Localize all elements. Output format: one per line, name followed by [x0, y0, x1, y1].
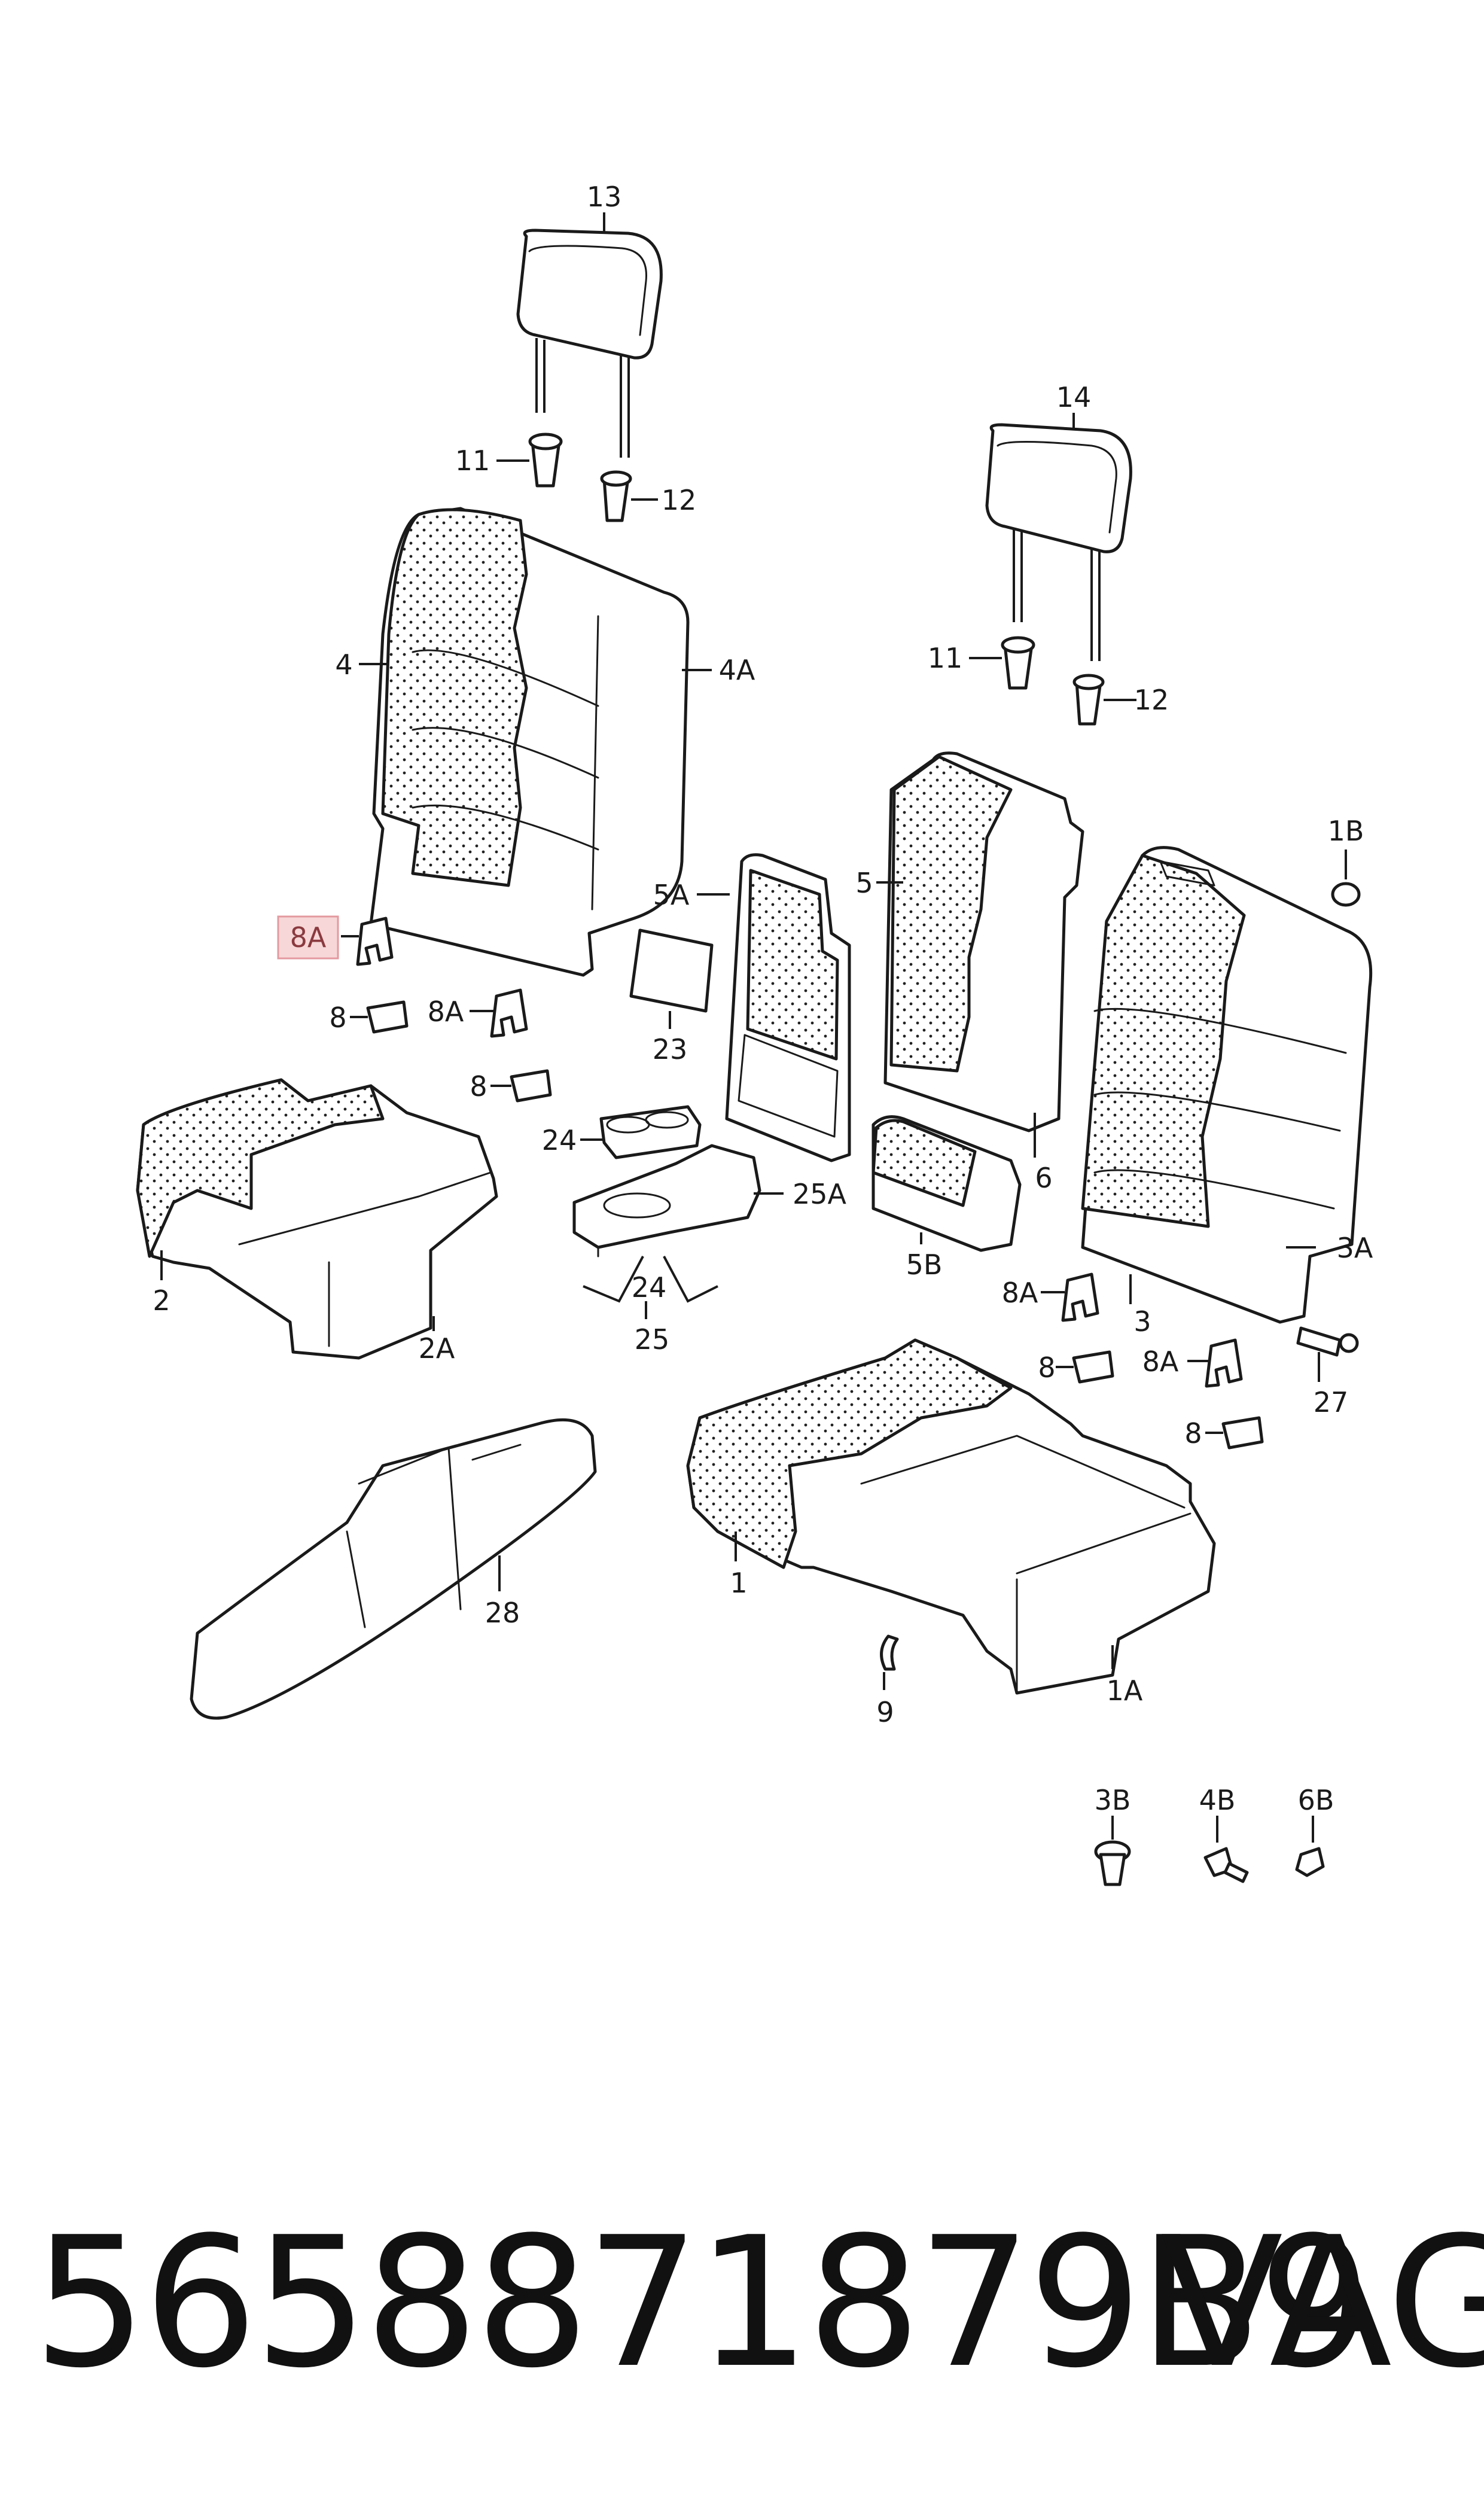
label-3: 3 [1133, 1305, 1151, 1338]
label-2A: 2A [419, 1332, 455, 1365]
label-5: 5 [855, 867, 873, 899]
label-8-2: 8 [470, 1070, 487, 1103]
clip-8-2 [510, 1069, 552, 1103]
ski-bag-28 [190, 1418, 597, 1720]
label-25: 25 [635, 1323, 670, 1356]
label-8-3: 8 [1038, 1351, 1055, 1384]
label-11b: 11 [928, 642, 963, 674]
label-24a: 24 [542, 1124, 577, 1156]
headrest-14 [985, 423, 1132, 661]
label-23: 23 [653, 1033, 688, 1065]
cushion-1 [686, 1338, 1216, 1695]
label-8A-2: 8A [428, 995, 464, 1028]
clip-8A-highlight [356, 917, 394, 966]
label-1: 1 [730, 1567, 747, 1599]
screw-3B [1094, 1840, 1131, 1886]
clip-8A-3 [1061, 1272, 1099, 1322]
label-11a: 11 [455, 444, 490, 477]
label-4B: 4B [1199, 1784, 1236, 1816]
cupholder-24 [599, 1105, 702, 1159]
label-5A: 5A [653, 879, 690, 911]
clip-8-3 [1072, 1350, 1114, 1384]
clip-8A-4 [1205, 1338, 1243, 1388]
label-12b: 12 [1134, 684, 1169, 716]
label-1A: 1A [1107, 1674, 1143, 1707]
bolt-4B [1203, 1847, 1249, 1883]
clip-8-1 [366, 1000, 409, 1034]
label-13: 13 [587, 181, 622, 213]
label-1B: 1B [1328, 815, 1364, 847]
label-4: 4 [335, 648, 352, 681]
label-3B: 3B [1095, 1784, 1131, 1816]
label-27: 27 [1314, 1386, 1349, 1418]
label-6B: 6B [1298, 1784, 1334, 1816]
panel-23 [629, 928, 714, 1013]
armrest-5B [871, 1115, 1022, 1252]
label-6: 6 [1035, 1162, 1052, 1194]
label-8-4: 8 [1184, 1417, 1202, 1450]
backrest-center-5 [883, 751, 1084, 1132]
backrest-4 [369, 507, 690, 977]
label-12a: 12 [662, 484, 697, 516]
headrest-guide-11b [1001, 636, 1035, 690]
clip-9 [880, 1634, 899, 1671]
part-number: 5658871879B9 [33, 2199, 1372, 2407]
armrest-frame-25A [572, 1144, 761, 1258]
clip-27 [1296, 1326, 1359, 1357]
label-2: 2 [153, 1284, 170, 1317]
backrest-side-5A [725, 853, 851, 1162]
label-8A-3: 8A [1002, 1277, 1038, 1309]
headrest-guide-11a [528, 433, 563, 488]
brand-name: VAG [1160, 2199, 1484, 2407]
label-28: 28 [485, 1597, 520, 1629]
label-8A-highlight: 8A [290, 921, 327, 954]
label-5B: 5B [906, 1249, 943, 1281]
headrest-guide-12b [1072, 674, 1105, 726]
callout-labels: 13 14 11 12 11 12 4 4A 5A 5 1B 8A 8 8A 8… [153, 181, 1373, 1816]
headrest-13 [516, 229, 663, 458]
headrest-guide-12a [600, 470, 632, 522]
label-4A: 4A [719, 654, 755, 686]
label-9: 9 [876, 1696, 894, 1728]
leader-lines [160, 212, 1347, 1843]
highlight-box-8A [277, 915, 339, 960]
label-8A-4: 8A [1142, 1345, 1179, 1378]
clip-8-4 [1221, 1416, 1264, 1450]
nut-6B [1295, 1847, 1325, 1877]
label-3A: 3A [1337, 1232, 1373, 1264]
cushion-2 [136, 1078, 498, 1360]
label-25A: 25A [793, 1178, 847, 1210]
clip-8A-2 [490, 988, 528, 1038]
label-14: 14 [1056, 381, 1092, 413]
cap-1B [1331, 882, 1361, 907]
label-24b: 24 [632, 1271, 667, 1304]
backrest-3 [1081, 846, 1373, 1324]
label-8-1: 8 [329, 1001, 346, 1034]
